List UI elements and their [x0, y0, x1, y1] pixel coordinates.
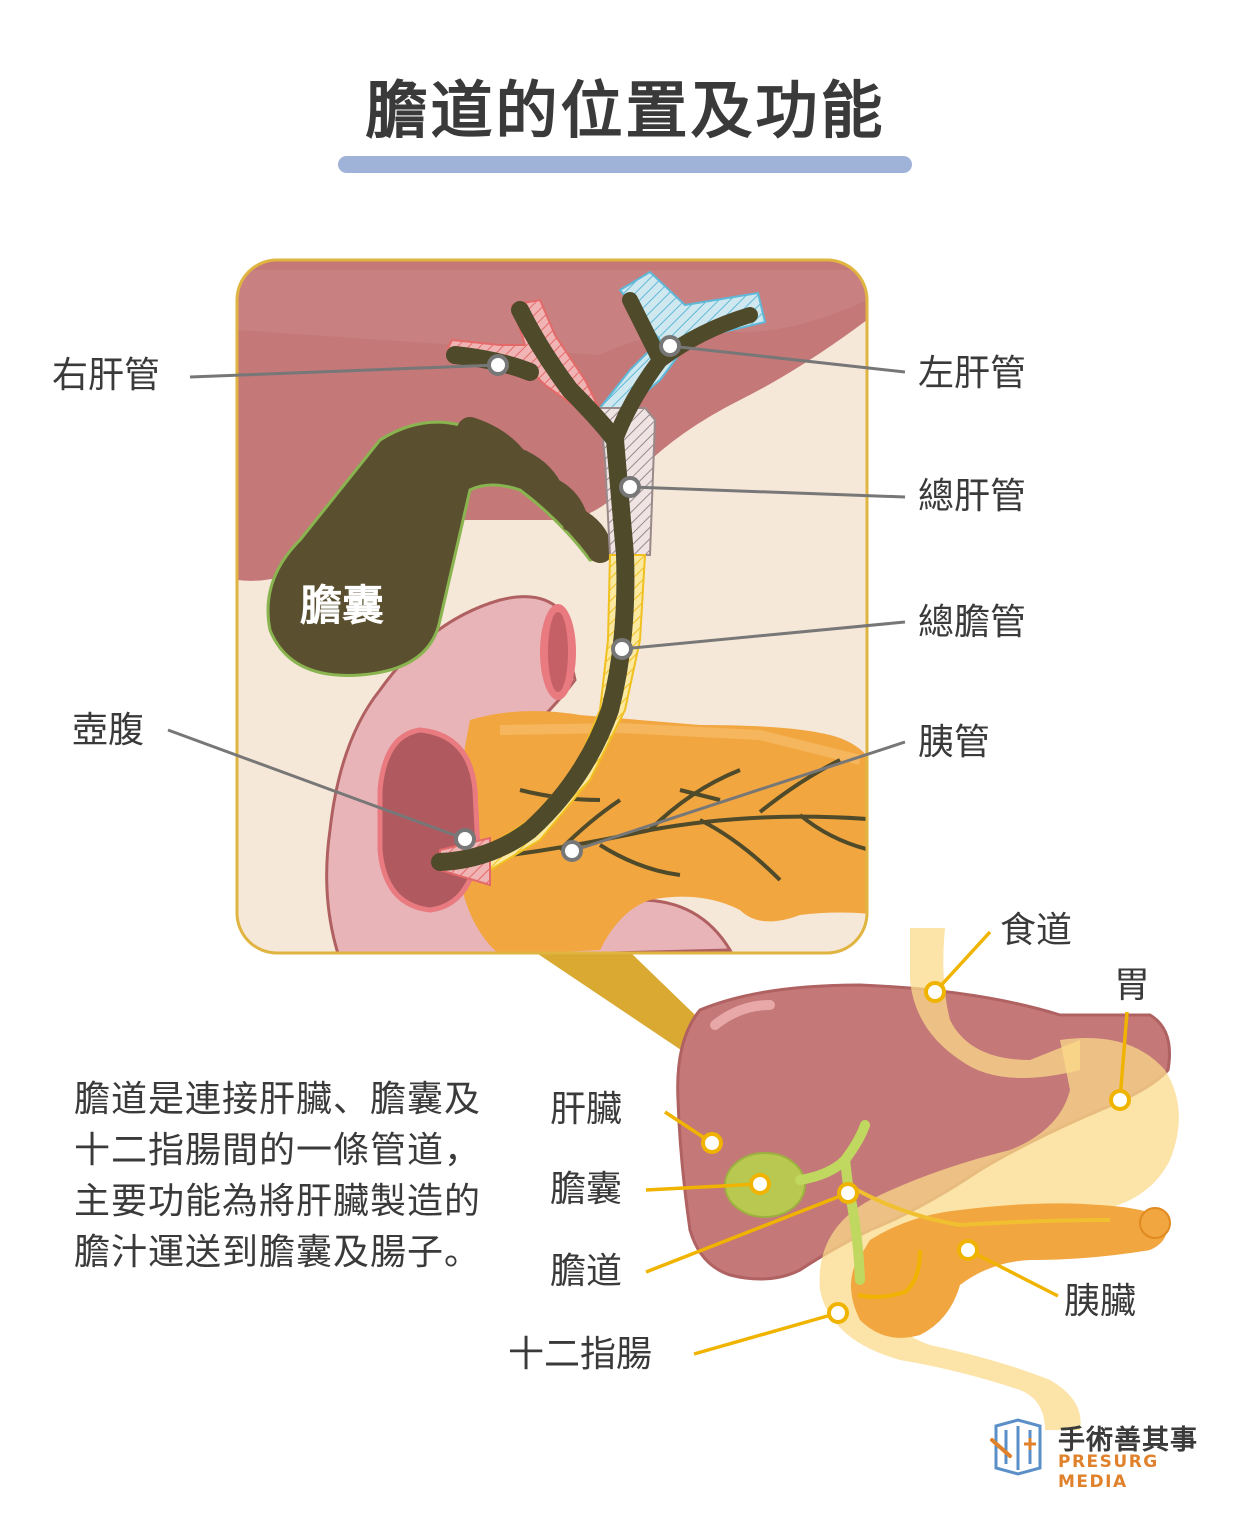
logo-name-cn: 手術善其事	[1058, 1425, 1198, 1456]
presurg-logo-icon	[990, 1418, 1042, 1476]
label-right-hepatic-duct: 右肝管	[52, 355, 161, 396]
label-duodenum: 十二指腸	[508, 1334, 653, 1375]
inset-border	[235, 258, 869, 955]
label-pancreatic-duct: 胰管	[918, 722, 991, 763]
overview-illustration	[676, 928, 1179, 1430]
label-common-bile-duct: 總膽管	[918, 602, 1027, 643]
inset-pancreas	[456, 711, 867, 953]
label-bile-duct: 膽道	[550, 1251, 623, 1292]
page-title: 膽道的位置及功能	[365, 74, 886, 147]
label-esophagus: 食道	[1000, 910, 1073, 951]
inset-leader-lines	[167, 344, 906, 853]
description-text: 膽道是連接肝臟、膽囊及十二指腸間的一條管道，主要功能為將肝臟製造的膽汁運送到膽囊…	[74, 1079, 482, 1273]
overview-stomach	[819, 1038, 1179, 1430]
label-stomach: 胃	[1114, 965, 1151, 1006]
label-gallbladder: 膽囊	[550, 1169, 623, 1210]
overview-pancreas	[851, 1203, 1167, 1338]
overview-leader-dots	[701, 981, 1131, 1324]
title-underline	[338, 156, 912, 173]
label-ampulla: 壺腹	[72, 710, 145, 751]
label-common-hepatic-duct: 總肝管	[918, 476, 1027, 517]
overview-esophagus	[910, 928, 1080, 1078]
label-inset-gallbladder: 膽囊	[300, 581, 385, 630]
logo-name-en: PRESURG MEDIA	[1058, 1452, 1159, 1492]
inset-panel	[237, 260, 867, 953]
label-pancreas: 胰臟	[1064, 1281, 1137, 1322]
label-left-hepatic-duct: 左肝管	[918, 353, 1027, 394]
inset-leader-dots	[454, 335, 681, 862]
brand-logo: 手術善其事 PRESURG MEDIA	[988, 1416, 1228, 1492]
overview-leader-lines	[645, 930, 1129, 1356]
label-liver: 肝臟	[550, 1089, 623, 1130]
